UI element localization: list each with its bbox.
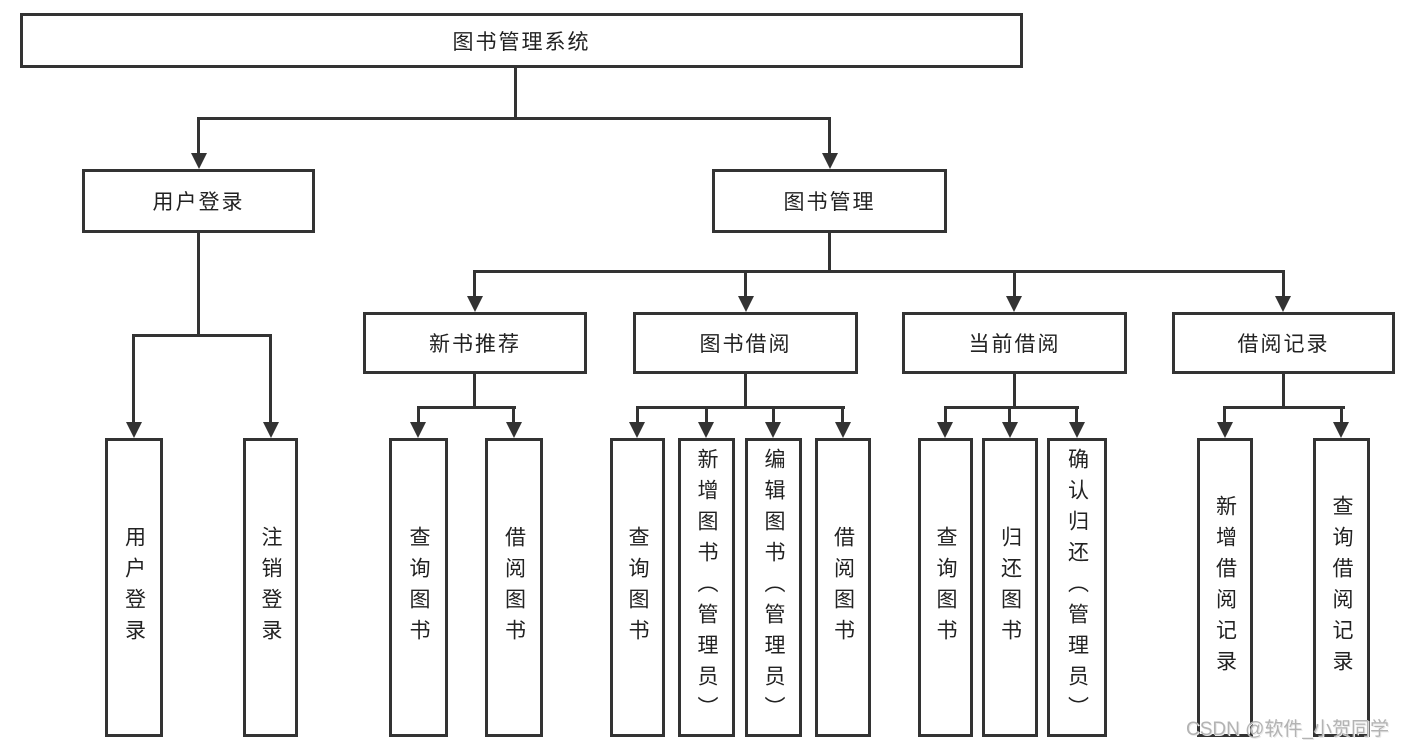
arrowhead-down-icon xyxy=(937,422,953,438)
connector-line xyxy=(744,270,747,296)
connector-line xyxy=(417,406,420,423)
arrowhead-down-icon xyxy=(765,422,781,438)
node-label: 编辑图书（管理员） xyxy=(762,448,785,727)
leaf-query-books-borrow: 查询图书 xyxy=(610,438,665,737)
leaf-query-borrow-record: 查询借阅记录 xyxy=(1313,438,1370,737)
node-new-book-recommend: 新书推荐 xyxy=(363,312,587,374)
watermark: CSDN @软件_小贺同学 xyxy=(1186,719,1389,740)
leaf-add-borrow-record: 新增借阅记录 xyxy=(1197,438,1253,737)
connector-line xyxy=(132,334,272,337)
leaf-user-login: 用户登录 xyxy=(105,438,163,737)
node-library-management-system: 图书管理系统 xyxy=(20,13,1023,68)
leaf-logout: 注销登录 xyxy=(243,438,298,737)
connector-line xyxy=(1013,270,1016,296)
arrowhead-down-icon xyxy=(1069,422,1085,438)
connector-line xyxy=(512,406,515,423)
arrowhead-down-icon xyxy=(191,153,207,169)
leaf-borrow-books: 借阅图书 xyxy=(815,438,871,737)
node-user-login: 用户登录 xyxy=(82,169,315,233)
connector-line xyxy=(1223,406,1226,423)
node-label: 新增借阅记录 xyxy=(1213,494,1237,681)
connector-line xyxy=(514,68,517,119)
connector-line xyxy=(1223,406,1345,409)
arrowhead-down-icon xyxy=(698,422,714,438)
connector-line xyxy=(944,406,1079,409)
arrowhead-down-icon xyxy=(1333,422,1349,438)
arrowhead-down-icon xyxy=(835,422,851,438)
connector-line xyxy=(1282,270,1285,296)
node-label: 借阅图书 xyxy=(502,525,526,650)
connector-line xyxy=(944,406,947,423)
arrowhead-down-icon xyxy=(126,422,142,438)
node-book-borrowing: 图书借阅 xyxy=(633,312,858,374)
arrowhead-down-icon xyxy=(467,296,483,312)
connector-line xyxy=(772,406,775,423)
node-borrowing-records: 借阅记录 xyxy=(1172,312,1395,374)
leaf-add-books-admin: 新增图书（管理员） xyxy=(678,438,735,737)
connector-line xyxy=(473,374,476,408)
node-label: 用户登录 xyxy=(152,191,245,214)
arrowhead-down-icon xyxy=(738,296,754,312)
node-label: 图书借阅 xyxy=(699,333,792,356)
connector-line xyxy=(473,270,476,296)
arrowhead-down-icon xyxy=(1217,422,1233,438)
connector-line xyxy=(1008,406,1011,423)
node-book-management: 图书管理 xyxy=(712,169,947,233)
node-label: 查询图书 xyxy=(626,525,649,650)
node-label: 借阅记录 xyxy=(1237,333,1330,356)
leaf-confirm-return-admin: 确认归还（管理员） xyxy=(1047,438,1107,737)
node-label: 图书管理 xyxy=(783,191,876,214)
node-label: 借阅图书 xyxy=(831,525,855,650)
connector-line xyxy=(1282,374,1285,408)
arrowhead-down-icon xyxy=(629,422,645,438)
node-label: 当前借阅 xyxy=(968,333,1061,356)
node-label: 查询借阅记录 xyxy=(1330,494,1353,681)
connector-line xyxy=(1013,374,1016,408)
leaf-edit-books-admin: 编辑图书（管理员） xyxy=(745,438,802,737)
connector-line xyxy=(636,406,639,423)
node-label: 新书推荐 xyxy=(429,333,521,356)
connector-line xyxy=(197,233,200,336)
connector-line xyxy=(636,406,845,409)
arrowhead-down-icon xyxy=(1275,296,1291,312)
node-label: 归还图书 xyxy=(998,525,1022,650)
leaf-query-books-recommend: 查询图书 xyxy=(389,438,448,737)
arrowhead-down-icon xyxy=(1006,296,1022,312)
leaf-query-books-current: 查询图书 xyxy=(918,438,973,737)
connector-line xyxy=(841,406,844,423)
connector-line xyxy=(828,233,831,272)
arrowhead-down-icon xyxy=(263,422,279,438)
node-label: 注销登录 xyxy=(259,525,282,650)
node-label: 查询图书 xyxy=(934,525,957,650)
arrowhead-down-icon xyxy=(822,153,838,169)
connector-line xyxy=(197,117,200,154)
node-current-borrowing: 当前借阅 xyxy=(902,312,1127,374)
connector-line xyxy=(1340,406,1343,423)
leaf-return-books: 归还图书 xyxy=(982,438,1038,737)
node-label: 图书管理系统 xyxy=(452,30,591,54)
connector-line xyxy=(197,117,831,120)
leaf-borrow-books-recommend: 借阅图书 xyxy=(485,438,543,737)
connector-line xyxy=(744,374,747,408)
connector-line xyxy=(1075,406,1078,423)
connector-line xyxy=(705,406,708,423)
connector-line xyxy=(132,334,135,423)
node-label: 查询图书 xyxy=(407,525,430,650)
node-label: 确认归还（管理员） xyxy=(1065,448,1089,727)
node-label: 新增图书（管理员） xyxy=(695,448,718,727)
arrowhead-down-icon xyxy=(410,422,426,438)
connector-line xyxy=(269,334,272,423)
arrowhead-down-icon xyxy=(1002,422,1018,438)
node-label: 用户登录 xyxy=(122,525,146,650)
arrowhead-down-icon xyxy=(506,422,522,438)
connector-line xyxy=(473,270,1285,273)
connector-line xyxy=(417,406,516,409)
connector-line xyxy=(828,117,831,154)
